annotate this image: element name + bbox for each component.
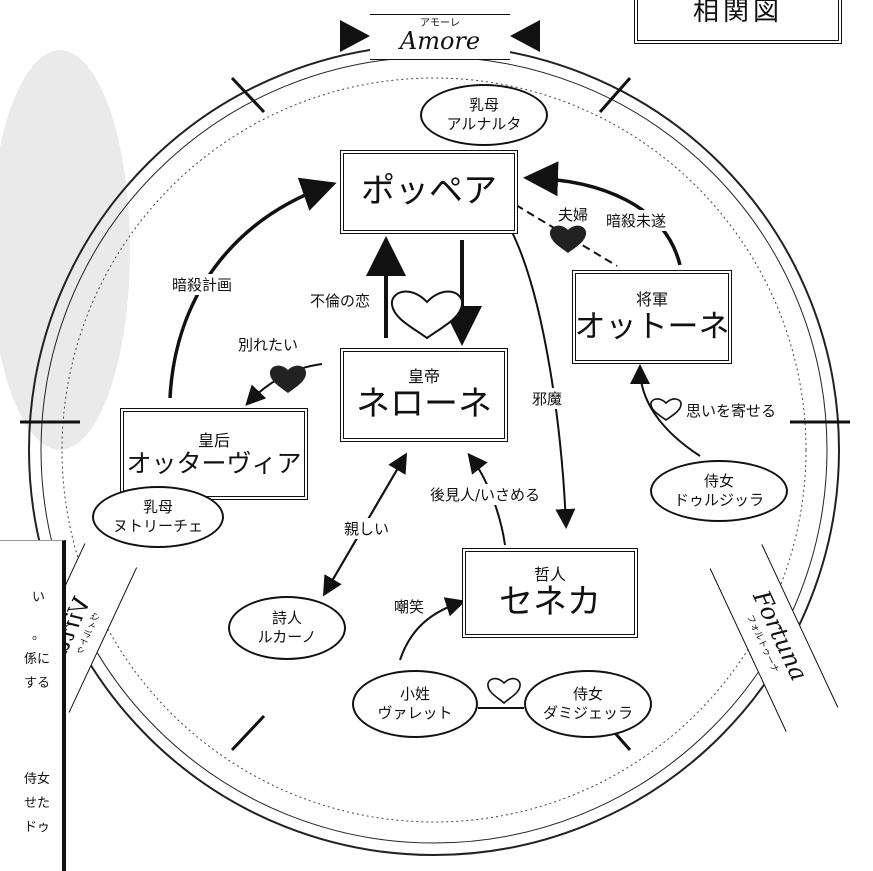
banner-amore-ruby: アモーレ	[420, 18, 460, 30]
character-role: 皇帝	[407, 366, 440, 386]
banner-amore-right-tail	[510, 20, 540, 52]
character-damigella: 侍女 ダミジェッラ	[524, 670, 652, 738]
character-role: 将軍	[635, 290, 668, 310]
side-text-line: せた	[24, 796, 51, 811]
broken-heart-icon	[549, 225, 587, 253]
relation-guardian: 後見人/いさめる	[428, 484, 543, 505]
character-drusilla: 侍女 ドゥルジッラ	[650, 460, 788, 522]
smoke-texture	[0, 50, 130, 450]
side-text-panel: い 。 係に する 侍女 せた ドゥ	[0, 540, 66, 871]
relation-mockery: 嘲笑	[392, 596, 427, 617]
character-nerone: 皇帝 ネローネ	[340, 348, 508, 442]
relation-affection: 思いを寄せる	[684, 400, 779, 421]
character-name: ダミジェッラ	[542, 704, 633, 722]
character-name: ネローネ	[356, 383, 492, 424]
dotted-ring	[61, 77, 807, 823]
side-text-line: 侍女	[24, 772, 51, 787]
character-name: ドゥルジッラ	[673, 491, 764, 509]
banner-amore-title: Amore	[399, 27, 481, 56]
heart-icon	[487, 677, 521, 705]
character-name: ヌトリーチェ	[112, 517, 203, 535]
relation-assassination-plan: 暗殺計画	[170, 274, 235, 295]
relation-affair: 不倫の恋	[308, 290, 373, 311]
character-name: オットーネ	[574, 308, 730, 345]
character-role: 皇后	[197, 430, 230, 450]
character-name: オッターヴィア	[126, 448, 302, 478]
side-text-line: い	[32, 590, 46, 605]
relation-nuisance: 邪魔	[530, 388, 565, 409]
diagram-title: 相関図	[692, 0, 783, 27]
heart-icon	[390, 290, 464, 340]
character-name: ルカーノ	[257, 628, 317, 646]
relation-assassination-attempt: 暗殺未遂	[604, 210, 669, 231]
character-nutrice: 乳母 ヌトリーチェ	[92, 486, 224, 548]
banner-amore-left-tail	[340, 20, 370, 52]
relation-want-divorce: 別れたい	[236, 334, 301, 355]
character-name: セネカ	[499, 581, 601, 622]
character-seneca: 哲人 セネカ	[462, 548, 638, 638]
character-role: 小姓	[399, 685, 430, 704]
character-role: 哲人	[533, 564, 566, 584]
character-role: 乳母	[142, 498, 173, 517]
character-name: アルナルタ	[446, 115, 522, 133]
character-poppea: ポッペア	[340, 150, 518, 234]
banner-amore: アモーレ Amore	[370, 14, 510, 60]
heart-icon	[650, 398, 682, 421]
broken-heart-icon	[269, 365, 307, 393]
side-text-line: 係に	[24, 652, 51, 667]
character-name: ヴァレット	[377, 704, 453, 722]
character-name: ポッペア	[361, 171, 497, 212]
character-lucano: 詩人 ルカーノ	[228, 596, 346, 660]
side-text-line: ドゥ	[24, 820, 51, 835]
relation-close: 親しい	[342, 518, 392, 539]
character-role: 詩人	[271, 609, 302, 628]
character-role: 乳母	[468, 96, 499, 115]
side-text-line: 。	[32, 628, 46, 643]
character-valletto: 小姓 ヴァレット	[352, 670, 478, 738]
title-plate: 相関図	[634, 0, 842, 44]
character-arnalta: 乳母 アルナルタ	[420, 84, 548, 146]
character-role: 侍女	[572, 685, 603, 704]
character-ottavia: 皇后 オッターヴィア	[120, 408, 308, 500]
side-text-line: する	[24, 676, 51, 691]
relation-married: 夫婦	[556, 204, 591, 225]
character-ottone: 将軍 オットーネ	[572, 270, 732, 364]
character-role: 侍女	[703, 472, 734, 491]
